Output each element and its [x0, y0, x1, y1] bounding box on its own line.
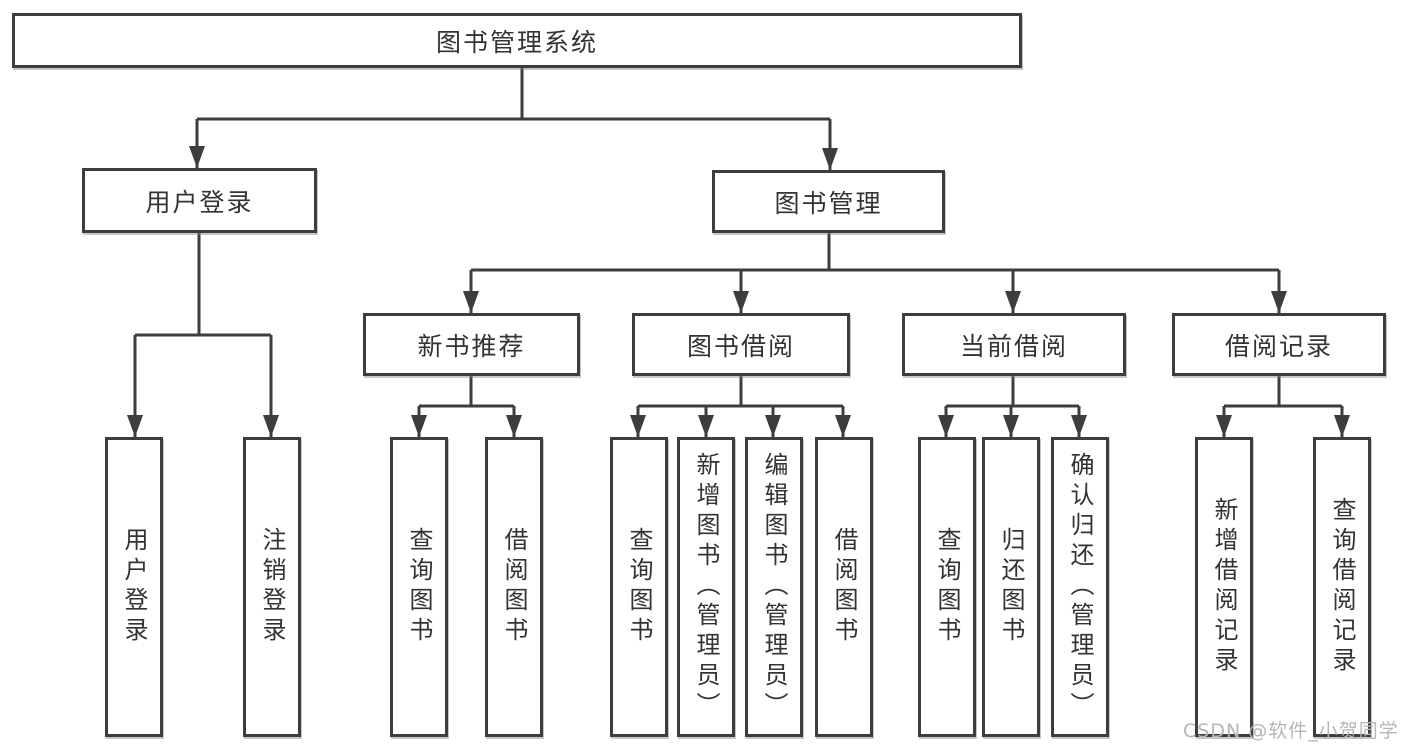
node-root-system: 图书管理系统: [12, 13, 1022, 68]
csdn-watermark: CSDN @软件_小贺同学: [1183, 720, 1399, 742]
edge-new-book-recommend-bus: [419, 376, 514, 408]
leaf-return-books-label: 归还图书: [997, 527, 1025, 647]
leaf-edit-books-admin: 编辑图书（管理员）: [745, 437, 803, 737]
leaf-add-borrow-record-label: 新增借阅记录: [1210, 497, 1238, 677]
leaf-query-books-borrow: 查询图书: [610, 437, 668, 737]
leaf-user-login: 用户登录: [105, 437, 163, 737]
leaf-borrow-books: 借阅图书: [815, 437, 873, 737]
leaf-return-books: 归还图书: [982, 437, 1040, 737]
edge-root-bus: [197, 68, 830, 121]
leaf-add-books-admin-label: 新增图书（管理员）: [692, 452, 720, 722]
leaf-query-books-recommend-label: 查询图书: [405, 527, 433, 647]
leaf-borrow-books-label: 借阅图书: [830, 527, 858, 647]
leaf-query-books-current: 查询图书: [918, 437, 976, 737]
leaf-query-books-current-label: 查询图书: [933, 527, 961, 647]
node-book-borrow-label: 图书借阅: [686, 331, 795, 361]
node-new-book-recommend-label: 新书推荐: [417, 331, 526, 361]
node-new-book-recommend: 新书推荐: [363, 313, 580, 376]
node-user-login-label: 用户登录: [145, 187, 254, 217]
node-user-login: 用户登录: [82, 168, 317, 233]
leaf-logout: 注销登录: [243, 437, 301, 737]
leaf-query-borrow-record: 查询借阅记录: [1313, 437, 1371, 737]
edge-borrow-records-bus: [1224, 376, 1342, 408]
leaf-logout-label: 注销登录: [258, 527, 286, 647]
leaf-query-borrow-record-label: 查询借阅记录: [1328, 497, 1356, 677]
leaf-borrow-books-recommend: 借阅图书: [485, 437, 543, 737]
leaf-confirm-return-admin: 确认归还（管理员）: [1051, 437, 1109, 737]
edge-current-borrow-bus: [946, 376, 1079, 408]
leaf-add-books-admin: 新增图书（管理员）: [677, 437, 735, 737]
leaf-borrow-books-recommend-label: 借阅图书: [500, 527, 528, 647]
node-borrow-records-label: 借阅记录: [1224, 331, 1333, 361]
edge-user-login-bus: [135, 233, 271, 337]
edge-book-borrow-bus: [638, 376, 843, 408]
leaf-query-books-borrow-label: 查询图书: [625, 527, 653, 647]
node-current-borrow: 当前借阅: [902, 313, 1126, 376]
leaf-add-borrow-record: 新增借阅记录: [1195, 437, 1253, 737]
node-root-label: 图书管理系统: [435, 27, 598, 57]
node-borrow-records: 借阅记录: [1172, 313, 1386, 376]
leaf-query-books-recommend: 查询图书: [390, 437, 448, 737]
node-current-borrow-label: 当前借阅: [959, 331, 1068, 361]
leaf-confirm-return-admin-label: 确认归还（管理员）: [1066, 452, 1094, 722]
edge-book-management-bus: [471, 233, 1279, 272]
node-book-management: 图书管理: [712, 170, 945, 233]
node-book-borrow: 图书借阅: [632, 313, 850, 376]
leaf-user-login-label: 用户登录: [120, 527, 148, 647]
node-book-management-label: 图书管理: [774, 188, 883, 218]
leaf-edit-books-admin-label: 编辑图书（管理员）: [760, 452, 788, 722]
